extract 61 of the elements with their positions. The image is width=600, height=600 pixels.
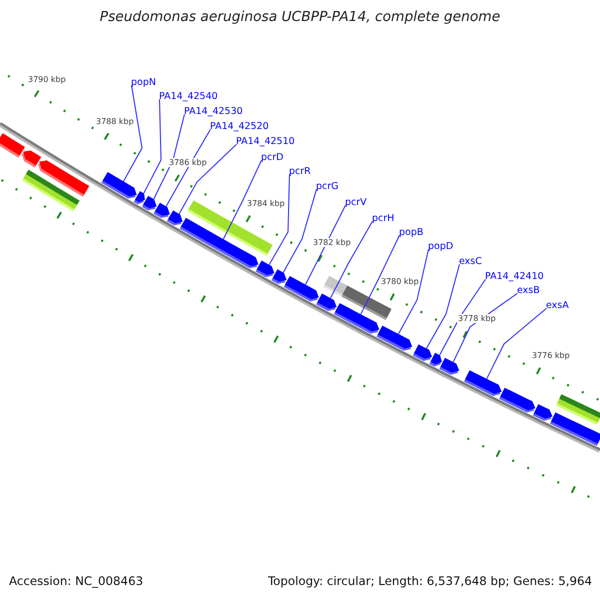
scale-label: 3782 kbp bbox=[312, 238, 352, 246]
gene-block bbox=[284, 276, 319, 302]
scale-label: 3786 kbp bbox=[168, 158, 208, 166]
scale-label: 3790 kbp bbox=[27, 74, 67, 84]
gene-block bbox=[142, 196, 157, 210]
gene-label: pcrG bbox=[316, 181, 339, 192]
feature-bar bbox=[341, 286, 392, 320]
leader-line bbox=[153, 114, 185, 200]
leader-line bbox=[282, 188, 317, 273]
gene-label: PA14_42540 bbox=[159, 91, 218, 102]
leader-line bbox=[123, 84, 143, 182]
gene-block bbox=[166, 210, 183, 226]
scale-label: 3784 kbp bbox=[246, 198, 286, 208]
gene-block bbox=[154, 202, 170, 218]
leader-line bbox=[178, 144, 237, 214]
gene-label: pcrD bbox=[261, 152, 284, 163]
leader-line bbox=[398, 248, 429, 334]
gene-label: pcrR bbox=[289, 166, 311, 177]
gene-block bbox=[271, 269, 287, 284]
gene-block bbox=[101, 172, 137, 199]
scale-label: 3778 kbp bbox=[457, 314, 497, 322]
gene-block bbox=[464, 370, 502, 396]
gene-block bbox=[376, 326, 412, 351]
leader-line bbox=[305, 204, 346, 286]
gene-block bbox=[316, 294, 337, 311]
gene-label: pcrV bbox=[345, 197, 367, 208]
leader-line bbox=[268, 174, 290, 266]
gene-block bbox=[134, 191, 145, 204]
feature-bar bbox=[22, 170, 80, 212]
gene-block bbox=[499, 388, 536, 412]
gene-label: PA14_42520 bbox=[210, 121, 269, 132]
gene-label: pcrH bbox=[372, 213, 394, 224]
scale-label: 3776 kbp bbox=[531, 350, 571, 360]
gene-label: popB bbox=[399, 227, 424, 238]
gene-label: exsB bbox=[517, 285, 540, 296]
leader-line bbox=[486, 308, 547, 380]
gene-block bbox=[0, 133, 25, 158]
diagram-title: Pseudomonas aeruginosa UCBPP-PA14, complete genome bbox=[100, 9, 500, 25]
leader-line bbox=[426, 264, 460, 349]
gene-label: PA14_42410 bbox=[485, 271, 544, 282]
gene-label: exsC bbox=[459, 256, 482, 267]
gene-label: PA14_42530 bbox=[184, 106, 243, 117]
leader-line bbox=[143, 98, 162, 194]
gene-block bbox=[22, 150, 42, 168]
gene-label: popD bbox=[428, 241, 454, 252]
scale-label: 3780 kbp bbox=[380, 276, 420, 286]
scale-label: 3788 kbp bbox=[95, 116, 135, 126]
gene-label: popN bbox=[131, 77, 156, 88]
feature-bar bbox=[556, 394, 600, 425]
gene-label: PA14_42510 bbox=[236, 136, 295, 147]
gene-block bbox=[256, 260, 274, 278]
gene-label: exsA bbox=[546, 300, 569, 311]
leader-line bbox=[330, 220, 373, 299]
gene-block bbox=[429, 352, 442, 367]
leader-line bbox=[166, 128, 211, 207]
leader-line bbox=[360, 234, 400, 315]
leader-line bbox=[222, 160, 262, 240]
leader-line bbox=[439, 278, 486, 356]
gene-block bbox=[532, 404, 552, 421]
accession-label: Accession: NC_008463 bbox=[9, 574, 144, 588]
genome-summary: Topology: circular; Length: 6,537,648 bp; Genes: 5,964 bbox=[268, 574, 592, 588]
